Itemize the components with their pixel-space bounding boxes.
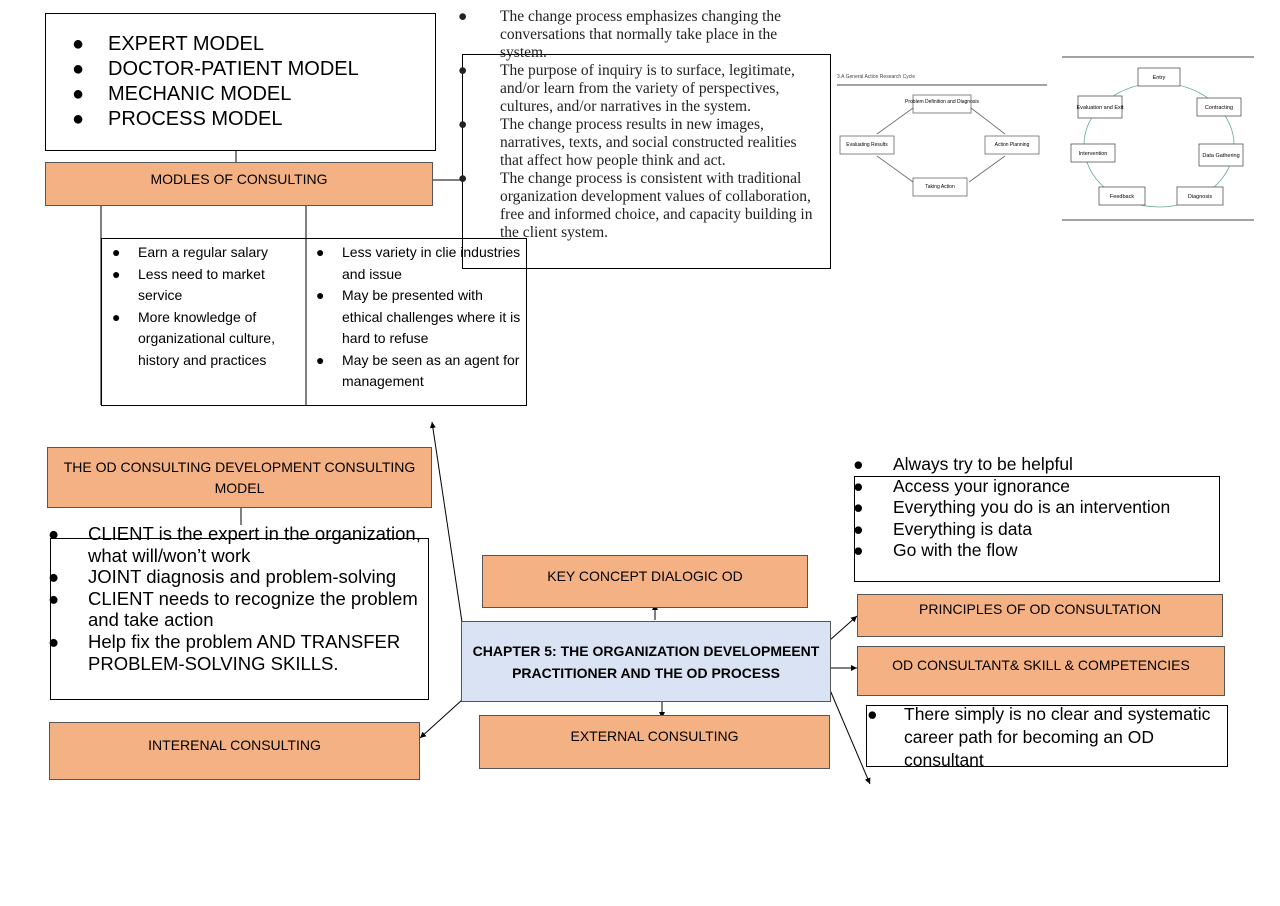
internal-pros-cons-table: ●Earn a regular salary ●Less need to mar…	[101, 238, 527, 406]
internal-consulting-box: INTERENAL CONSULTING	[49, 722, 420, 780]
node-label: Taking Action	[925, 184, 955, 190]
action-cycle-caption: 3.A General Action Research Cycle	[837, 74, 915, 80]
list-item: ●CLIENT needs to recognize the problem a…	[48, 587, 418, 631]
list-item: ●More knowledge of organizational cultur…	[112, 308, 275, 368]
consulting-process-cycle-figure: Entry Contracting Data Gathering Diagnos…	[1062, 50, 1254, 222]
list-item: ●The purpose of inquiry is to surface, l…	[458, 62, 795, 115]
node-label: Diagnosis	[1188, 194, 1212, 200]
principles-list: ●Always try to be helpful ●Access your i…	[853, 454, 1219, 562]
od-model-list: ●CLIENT is the expert in the organizatio…	[48, 523, 428, 674]
dialogic-od-text: ●The change process emphasizes changing …	[458, 8, 818, 242]
cons-column: ●Less variety in clie industries and iss…	[314, 242, 524, 393]
list-item: ●Always try to be helpful	[853, 454, 1073, 474]
od-consulting-model-title: THE OD CONSULTING DEVELOPMENT CONSULTING…	[63, 458, 416, 496]
career-path-text: There simply is no clear and systematic …	[904, 705, 1211, 767]
list-item: ●Earn a regular salary	[112, 244, 268, 260]
list-item: ●Everything is data	[853, 518, 1033, 539]
node-label: Contracting	[1205, 105, 1233, 111]
list-item: DOCTOR-PATIENT MODEL	[72, 57, 435, 82]
node-label: Action Planning	[995, 142, 1030, 148]
action-research-cycle-figure: 3.A General Action Research Cycle Proble…	[837, 68, 1047, 203]
list-item: ●CLIENT is the expert in the organizatio…	[48, 523, 421, 566]
list-item: ●The change process emphasizes changing …	[458, 8, 782, 61]
list-item: ●Go with the flow	[853, 540, 1018, 560]
skills-box: OD CONSULTANT& SKILL & COMPETENCIES	[857, 646, 1225, 696]
list-item: EXPERT MODEL	[72, 32, 435, 57]
principles-box	[854, 476, 1220, 582]
node-label: Feedback	[1110, 194, 1134, 200]
principles-title: PRINCIPLES OF OD CONSULTATION	[919, 600, 1161, 617]
od-model-box	[50, 538, 429, 700]
external-consulting-box: EXTERNAL CONSULTING	[479, 715, 830, 769]
list-item: ●The change process is consistent with t…	[458, 170, 813, 241]
node-label: Entry	[1153, 75, 1166, 81]
od-consulting-model-box: THE OD CONSULTING DEVELOPMENT CONSULTING…	[47, 447, 432, 508]
consulting-models-box: EXPERT MODEL DOCTOR-PATIENT MODEL MECHAN…	[45, 13, 436, 151]
list-item: ●May be presented with ethical challenge…	[316, 287, 521, 346]
list-item: ●May be seen as an agent for management	[316, 351, 520, 390]
node-label: Evaluating Results	[846, 142, 888, 148]
list-item: ●The change process results in new image…	[458, 116, 797, 169]
list-item: ●Access your ignorance	[853, 475, 1071, 496]
node-label: Data Gathering	[1202, 153, 1239, 159]
node-label: Intervention	[1079, 151, 1108, 157]
internal-consulting-title: INTERENAL CONSULTING	[148, 737, 321, 753]
node-label: Evaluation and Exit	[1076, 105, 1124, 111]
chapter-title: CHAPTER 5: THE ORGANIZATION DEVELOPMEENT…	[472, 642, 820, 681]
list-item: ●Help fix the problem AND TRANSFER PROBL…	[48, 630, 401, 674]
list-item: ●Less need to market service	[112, 265, 265, 304]
modles-of-consulting-box: MODLES OF CONSULTING	[45, 162, 433, 206]
key-concept-title: KEY CONCEPT DIALOGIC OD	[547, 567, 743, 584]
list-item: ● There simply is no clear and systemati…	[867, 705, 1227, 767]
list-item: PROCESS MODEL	[72, 107, 435, 132]
consulting-models-list: EXPERT MODEL DOCTOR-PATIENT MODEL MECHAN…	[72, 32, 435, 132]
skills-title: OD CONSULTANT& SKILL & COMPETENCIES	[892, 657, 1190, 673]
external-consulting-title: EXTERNAL CONSULTING	[570, 728, 739, 744]
pros-column: ●Earn a regular salary ●Less need to mar…	[110, 242, 300, 371]
list-item: ●Everything you do is an intervention	[853, 497, 1171, 517]
career-path-box: ● There simply is no clear and systemati…	[866, 705, 1228, 767]
list-item: ●JOINT diagnosis and problem-solving	[48, 566, 397, 588]
key-concept-box: KEY CONCEPT DIALOGIC OD	[482, 555, 808, 608]
principles-title-box: PRINCIPLES OF OD CONSULTATION	[857, 594, 1223, 637]
list-item: MECHANIC MODEL	[72, 82, 435, 107]
chapter-box: CHAPTER 5: THE ORGANIZATION DEVELOPMEENT…	[461, 621, 831, 702]
modles-of-consulting-title: MODLES OF CONSULTING	[150, 171, 328, 187]
dialogic-od-box	[462, 54, 831, 269]
node-label: Problem Definition and Diagnosis	[905, 99, 979, 105]
list-item: ●Less variety in clie industries and iss…	[316, 244, 521, 282]
